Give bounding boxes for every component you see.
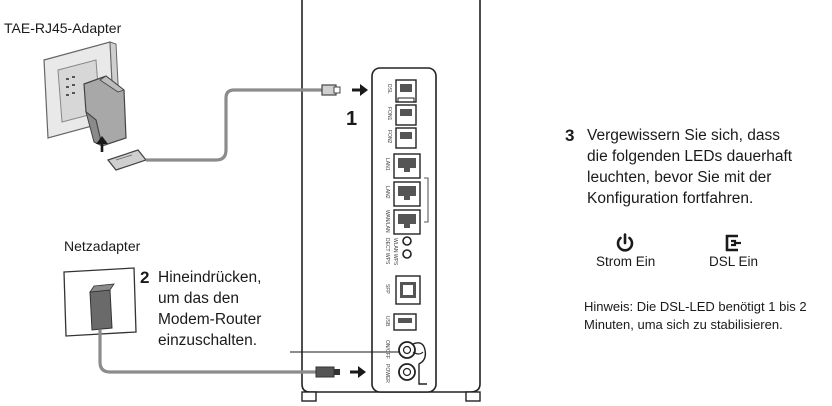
tae-adapter-plug bbox=[83, 75, 127, 147]
port-label-dect-wps: DECT WPS bbox=[384, 238, 390, 265]
power-icon bbox=[616, 233, 634, 252]
port-fon1 bbox=[395, 104, 417, 126]
power-button bbox=[398, 341, 427, 385]
power-adapter bbox=[63, 267, 137, 337]
port-wan-lan bbox=[393, 177, 429, 235]
step3-text: Vergewissern Sie sich, dass die folgende… bbox=[587, 125, 792, 209]
step2-line: Modem-Router bbox=[158, 311, 262, 328]
port-lan1 bbox=[393, 153, 421, 179]
power-socket bbox=[398, 363, 416, 381]
hint-line: Minuten, uma sich zu stabilisieren. bbox=[584, 317, 783, 332]
port-label-lan2: LAN2 bbox=[384, 186, 390, 199]
step3-line: Vergewissern Sie sich, dass bbox=[587, 127, 780, 144]
dsl-led-label: DSL Ein bbox=[709, 254, 759, 269]
step3-line: die folgenden LEDs dauerhaft bbox=[587, 148, 793, 165]
hint-line: Hinweis: Die DSL-LED benötigt 1 bis 2 bbox=[584, 299, 807, 314]
arrow-to-dsl bbox=[352, 84, 368, 96]
arrow-to-power bbox=[350, 366, 366, 378]
dsl-icon bbox=[725, 234, 741, 252]
rj45-plug-lower bbox=[106, 149, 148, 171]
port-label-dsl: DSL bbox=[386, 84, 392, 94]
dsl-cable bbox=[146, 88, 322, 162]
port-label-on-off: ON/OFF bbox=[384, 340, 390, 359]
port-label-usb: USB bbox=[384, 316, 390, 327]
port-label-power: POWER bbox=[384, 364, 390, 383]
port-fon2 bbox=[395, 127, 417, 149]
power-led-label: Strom Ein bbox=[596, 254, 656, 269]
port-label-wlan-wps: WLAN WPS bbox=[392, 238, 398, 266]
port-label-lan1: LAN1 bbox=[384, 158, 390, 171]
port-usb bbox=[393, 313, 417, 331]
port-label-sfp: SFP bbox=[384, 284, 390, 294]
port-sfp bbox=[395, 275, 421, 305]
step2-line: um das den bbox=[158, 290, 239, 307]
port-label-wan-lan: WAN/LAN bbox=[384, 210, 390, 233]
port-lan2 bbox=[393, 181, 421, 207]
step2-text: Hineindrücken, um das den Modem-Router e… bbox=[158, 267, 261, 351]
power-plug bbox=[315, 366, 340, 378]
port-label-fon2: FON2 bbox=[386, 130, 392, 144]
step3-line: Konfiguration fortfahren. bbox=[587, 190, 754, 207]
step2-line: Hineindrücken, bbox=[158, 269, 262, 286]
port-label-fon1: FON1 bbox=[386, 107, 392, 121]
insert-arrow-up bbox=[96, 136, 108, 152]
port-dsl bbox=[395, 79, 417, 103]
rj45-plug-upper bbox=[321, 84, 341, 96]
power-adapter-label: Netzadapter bbox=[64, 238, 141, 254]
tae-adapter-label: TAE-RJ45-Adapter bbox=[4, 20, 122, 36]
router-body bbox=[301, 0, 481, 402]
step2-number: 2 bbox=[140, 268, 150, 287]
step2-line: einzuschalten. bbox=[158, 332, 258, 349]
wps-buttons bbox=[402, 236, 412, 259]
step3-line: leuchten, bevor Sie mit der bbox=[587, 169, 772, 186]
hint-text: Hinweis: Die DSL-LED benötigt 1 bis 2 Mi… bbox=[584, 298, 807, 334]
step1-number: 1 bbox=[346, 108, 358, 130]
step3-number: 3 bbox=[565, 126, 575, 145]
power-cable bbox=[98, 330, 320, 374]
